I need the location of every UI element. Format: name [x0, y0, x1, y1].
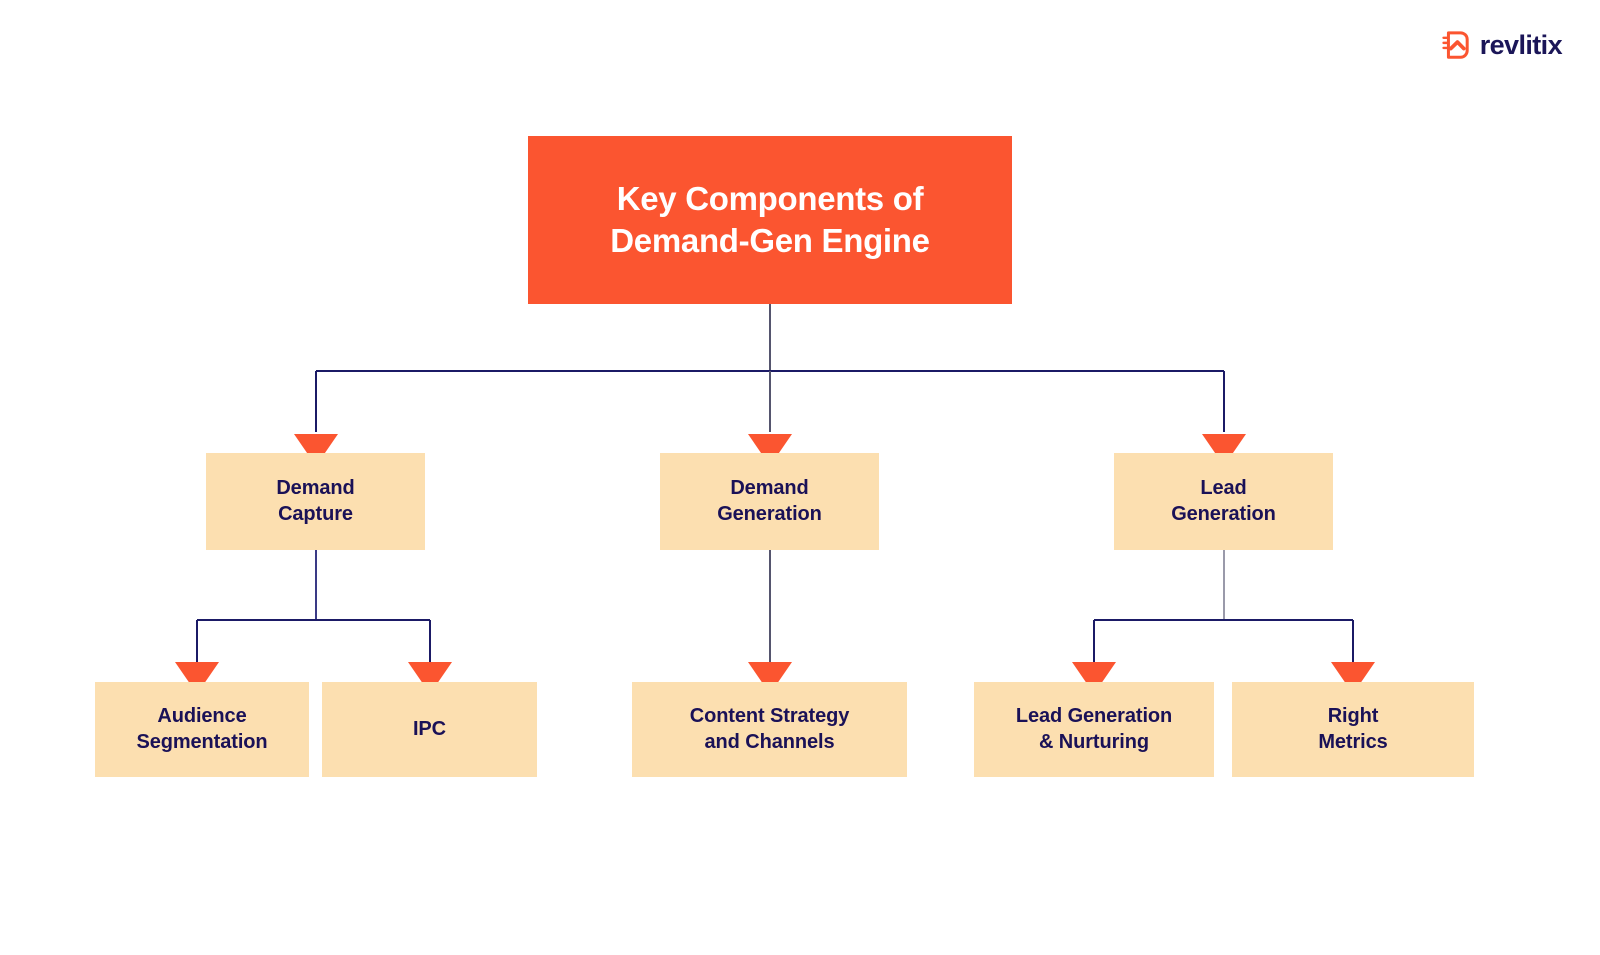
node-content-strategy[interactable]: Content Strategy and Channels — [632, 682, 907, 777]
node-ipc[interactable]: IPC — [322, 682, 537, 777]
node-lead-generation-label: Lead Generation — [1171, 477, 1276, 525]
node-lead-generation[interactable]: Lead Generation — [1114, 453, 1333, 550]
brand-wordmark: revlitix — [1479, 29, 1563, 60]
notebook-chevron-icon — [1442, 31, 1469, 59]
node-demand-capture-label: Demand Capture — [276, 477, 355, 525]
node-root-label: Key Components of Demand-Gen Engine — [610, 180, 930, 259]
node-audience-segmentation[interactable]: Audience Segmentation — [95, 682, 309, 777]
node-right-metrics[interactable]: Right Metrics — [1232, 682, 1474, 777]
node-demand-capture[interactable]: Demand Capture — [206, 453, 425, 550]
node-lead-gen-nurturing[interactable]: Lead Generation & Nurturing — [974, 682, 1214, 777]
node-demand-generation-label: Demand Generation — [717, 477, 822, 525]
node-ipc-label: IPC — [412, 717, 447, 740]
brand-logo: revlitix — [1440, 29, 1563, 60]
node-root[interactable]: Key Components of Demand-Gen Engine — [528, 136, 1012, 304]
node-audience-segmentation-label: Audience Segmentation — [136, 705, 268, 753]
node-right-metrics-label: Right Metrics — [1318, 705, 1388, 753]
node-demand-generation[interactable]: Demand Generation — [660, 453, 879, 550]
node-content-strategy-label: Content Strategy and Channels — [689, 705, 850, 753]
node-lead-gen-nurturing-label: Lead Generation & Nurturing — [1015, 705, 1173, 753]
